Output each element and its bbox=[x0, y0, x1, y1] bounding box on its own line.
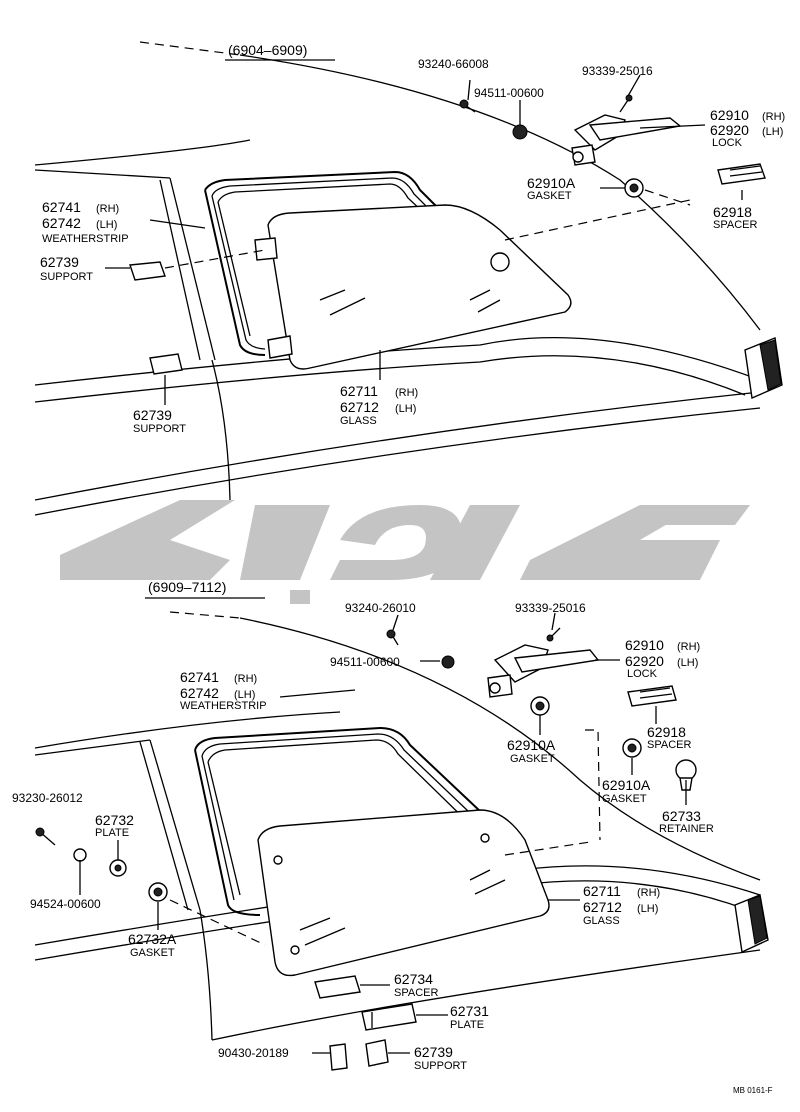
bottom-labels: (6909–7112) 93240-26010 94511-00600 9333… bbox=[12, 579, 714, 1072]
label-glass-rh-top: 62711 bbox=[340, 383, 378, 399]
screw-93240-bottom bbox=[386, 629, 399, 646]
support-62739-bottom bbox=[365, 1039, 389, 1067]
label-ws-lh-top: 62742 bbox=[42, 215, 81, 231]
support-62739-b bbox=[149, 353, 183, 375]
label-glass-lh-bottom: 62712 bbox=[583, 899, 622, 915]
bottom-section bbox=[34, 597, 769, 1071]
section-range-bottom: (6909–7112) bbox=[148, 579, 226, 595]
spacer-62918-top bbox=[717, 163, 766, 185]
label-glass-rh-side-bottom: (RH) bbox=[637, 887, 660, 899]
label-glass-lh-top: 62712 bbox=[340, 399, 379, 415]
washer-94524 bbox=[73, 848, 87, 862]
label-gasket-b-no: 62910A bbox=[602, 777, 651, 793]
section-range-top: (6904–6909) bbox=[228, 42, 307, 58]
label-plate-no: 62732 bbox=[95, 812, 134, 828]
watermark-logo bbox=[60, 500, 750, 604]
label-spacer-no-bottom: 62918 bbox=[647, 724, 686, 740]
plate-62731 bbox=[361, 1003, 417, 1031]
label-ws-name-top: WEATHERSTRIP bbox=[42, 233, 129, 245]
label-ws-lh-side-top: (LH) bbox=[96, 219, 117, 231]
label-gasket-c-no: 62732A bbox=[128, 931, 177, 947]
label-ws-rh-side-top: (RH) bbox=[96, 203, 119, 215]
label-ws-rh-top: 62741 bbox=[42, 199, 81, 215]
label-spacer-name-top: SPACER bbox=[713, 219, 757, 231]
label-lock-lh-top: 62920 bbox=[710, 122, 749, 138]
label-glass-rh-bottom: 62711 bbox=[583, 883, 621, 899]
label-plate2-no: 62731 bbox=[450, 1003, 489, 1019]
label-93230-26012: 93230-26012 bbox=[12, 791, 83, 805]
weatherstrip-frame-bottom bbox=[194, 726, 501, 916]
label-spacer-no-top: 62918 bbox=[713, 204, 752, 220]
label-gasket-no-top: 62910A bbox=[527, 175, 576, 191]
label-plate-name: PLATE bbox=[95, 827, 129, 839]
spacer-62734 bbox=[314, 975, 361, 999]
label-support-b-no: 62739 bbox=[133, 407, 172, 423]
screw-93240-top bbox=[459, 99, 476, 113]
spacer-62918-bottom bbox=[627, 685, 677, 707]
label-spacer2-no: 62734 bbox=[394, 971, 433, 987]
top-labels: (6904–6909) 93240-66008 94511-00600 9333… bbox=[40, 42, 785, 435]
label-gasket-a-name: GASKET bbox=[510, 753, 555, 765]
footer-code: MB 0161-F bbox=[733, 1086, 773, 1095]
label-gasket-c-name: GASKET bbox=[130, 947, 175, 959]
label-spacer-name-bottom: SPACER bbox=[647, 739, 691, 751]
label-glass-name-top: GLASS bbox=[340, 415, 377, 427]
label-gasket-b-name: GASKET bbox=[602, 793, 647, 805]
label-spacer2-name: SPACER bbox=[394, 987, 438, 999]
label-lock-rh-side-top: (RH) bbox=[762, 111, 785, 123]
label-ws-name-bottom: WEATHERSTRIP bbox=[180, 700, 267, 712]
label-support-name-bottom: SUPPORT bbox=[414, 1060, 467, 1072]
label-gasket-name-top: GASKET bbox=[527, 190, 572, 202]
label-90430-20189: 90430-20189 bbox=[218, 1046, 289, 1060]
label-ws-rh-side-bottom: (RH) bbox=[234, 673, 257, 685]
glass-panel-bottom bbox=[257, 809, 550, 977]
label-lock-rh-side-bottom: (RH) bbox=[677, 641, 700, 653]
lock-assembly-top bbox=[571, 94, 682, 166]
label-retainer-no: 62733 bbox=[662, 808, 701, 824]
label-93240-26010: 93240-26010 bbox=[345, 601, 416, 615]
label-ws-lh-bottom: 62742 bbox=[180, 685, 219, 701]
label-glass-lh-side-bottom: (LH) bbox=[637, 903, 658, 915]
label-support-no-bottom: 62739 bbox=[414, 1044, 453, 1060]
label-ws-rh-bottom: 62741 bbox=[180, 669, 219, 685]
label-lock-name-bottom: LOCK bbox=[627, 668, 658, 680]
clip-90430 bbox=[329, 1043, 348, 1071]
label-glass-name-bottom: GLASS bbox=[583, 915, 620, 927]
label-lock-name-top: LOCK bbox=[712, 137, 743, 149]
label-retainer-name: RETAINER bbox=[659, 823, 714, 835]
label-94524-00600: 94524-00600 bbox=[30, 897, 101, 911]
lock-assembly-bottom bbox=[487, 627, 600, 698]
label-lock-lh-bottom: 62920 bbox=[625, 653, 664, 669]
label-glass-lh-side-top: (LH) bbox=[395, 403, 416, 415]
glass-panel-top bbox=[267, 204, 572, 370]
label-93240-66008: 93240-66008 bbox=[418, 57, 489, 71]
weatherstrip-frame bbox=[204, 170, 461, 356]
label-lock-rh-bottom: 62910 bbox=[625, 637, 664, 653]
label-ws-lh-side-bottom: (LH) bbox=[234, 689, 255, 701]
top-section bbox=[34, 41, 783, 516]
label-support-b-name: SUPPORT bbox=[133, 423, 186, 435]
label-glass-rh-side-top: (RH) bbox=[395, 387, 418, 399]
label-93339-25016-top: 93339-25016 bbox=[582, 64, 653, 78]
label-lock-lh-side-top: (LH) bbox=[762, 126, 783, 138]
label-lock-lh-side-bottom: (LH) bbox=[677, 657, 698, 669]
nut-94511-top bbox=[512, 124, 528, 140]
label-94511-00600-bottom: 94511-00600 bbox=[330, 655, 400, 669]
support-62739-a bbox=[129, 261, 166, 281]
nut-94511-bottom bbox=[441, 655, 455, 669]
screw-93230 bbox=[35, 827, 56, 846]
label-plate2-name: PLATE bbox=[450, 1019, 484, 1031]
label-support-a-name: SUPPORT bbox=[40, 271, 93, 283]
label-94511-00600-top: 94511-00600 bbox=[474, 86, 544, 100]
label-support-a-no: 62739 bbox=[40, 254, 79, 270]
label-gasket-a-no: 62910A bbox=[507, 737, 556, 753]
label-93339-25016-bottom: 93339-25016 bbox=[515, 601, 586, 615]
label-lock-rh-top: 62910 bbox=[710, 107, 749, 123]
